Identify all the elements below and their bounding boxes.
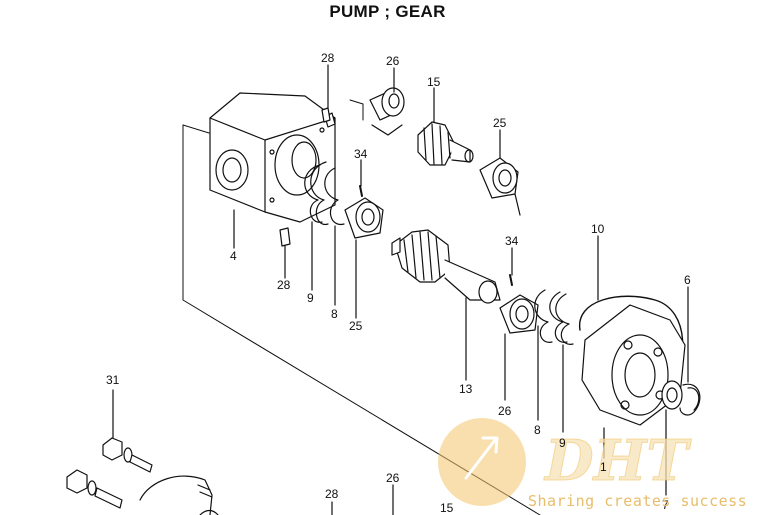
callout-label: 9 [559,436,566,450]
assembly-line-top [182,124,210,134]
callout-label: 26 [498,404,512,418]
callout-label: 9 [307,291,314,305]
bushing-part-26-top [369,87,405,136]
callout-label: 26 [386,54,400,68]
callout-label: 1 [600,460,607,474]
callout-label: 7 [662,498,669,512]
callout-label: 25 [493,116,507,130]
callout-label: 4 [230,249,237,263]
pin-part-34-left [359,185,363,197]
backup-ring-part-8-left [324,167,345,226]
backup-ring-part-8-right [534,289,553,343]
watermark-circle [438,418,526,506]
callout-label: 26 [386,471,400,485]
assembly-line-bracket [349,99,364,121]
callout-label: 10 [591,222,605,236]
driven-gear-part-15 [417,121,474,166]
lower-housing-partial [139,475,219,515]
diagram-title: PUMP ; GEAR [329,2,446,21]
callout-label: 8 [331,307,338,321]
seal-ring-part-9-left [304,161,329,225]
bolt-lower [66,469,123,509]
callout-label: 31 [106,373,120,387]
watermark-logo: DHT [438,418,693,506]
pin-part-34-right [509,274,513,286]
drive-shaft-part-13 [391,229,501,304]
bearing-part-25-top [479,157,519,199]
callout-label: 34 [354,147,368,161]
oil-seal-part-7 [661,380,683,410]
watermark-logo-text: DHT [543,428,692,494]
bushing-part-26-mid [499,294,539,334]
leader-25a-down [514,193,521,216]
callout-label: 13 [459,382,473,396]
pump-housing-part-4 [209,92,336,247]
callout-label: 34 [505,234,519,248]
callout-label: 8 [534,423,541,437]
callout-label: 28 [325,487,339,501]
callout-label: 6 [684,273,691,287]
dowel-pin-part-28-top [321,107,331,123]
watermark-tagline: Sharing creates success [528,492,748,510]
callout-label: 28 [277,278,291,292]
assembly-line-left [182,124,541,515]
callout-label: 25 [349,319,363,333]
callout-label: 15 [440,501,454,515]
watermark-arrow-icon [464,436,499,480]
bearing-part-25-left [344,197,384,239]
callout-label: 28 [321,51,335,65]
callout-labels: 28 26 15 25 34 4 28 9 8 25 34 13 26 10 6… [106,51,691,515]
snap-ring-part-6 [679,383,701,416]
rear-cover-part-1 [581,304,686,426]
bolt-part-31 [102,437,153,473]
seal-ring-part-9-right [549,291,574,345]
callout-label: 15 [427,75,441,89]
